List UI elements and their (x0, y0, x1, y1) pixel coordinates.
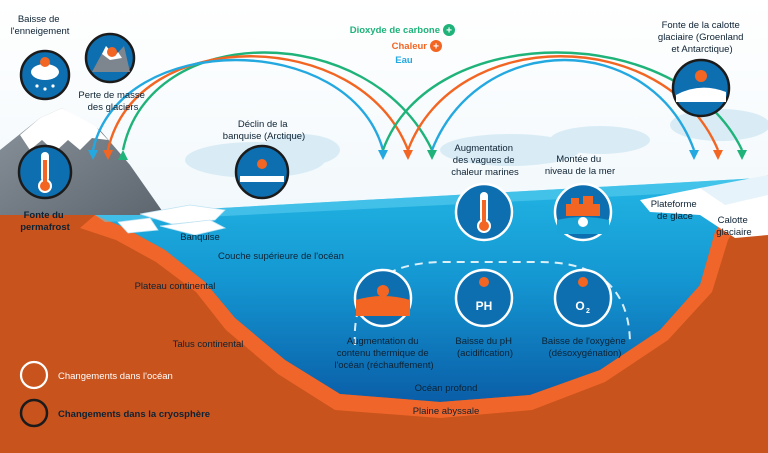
plus-icon-heat (430, 40, 442, 52)
sea-level-icon (553, 182, 613, 242)
sea-ice (117, 204, 227, 236)
sea-level-label: Montée du niveau de la mer (545, 154, 615, 177)
seabed-edge (80, 178, 760, 418)
glacier-mass-label: Perte de masse des glaciers (78, 90, 147, 113)
heat-content-icon (353, 268, 413, 328)
oxygen-label: Baisse de l'oxygène (désoxygénation) (542, 336, 629, 359)
deep-ocean-label: Océan profond (415, 383, 478, 394)
sea-ice-label: Banquise (180, 232, 220, 243)
ice-shelf-label: Plateforme de glace (651, 199, 700, 222)
plus-glyph-heat: + (433, 42, 439, 53)
ph-icon (454, 268, 514, 328)
heat-content-label: Augmentation du contenu thermique de l'o… (334, 336, 433, 371)
snow-icon (19, 49, 71, 101)
continental-shelf-label: Plateau continental (135, 281, 216, 292)
ice-sheet-label: Calotte glaciaire (716, 215, 751, 238)
permafrost-icon (17, 144, 73, 200)
legend-ocean-label: Changements dans l'océan (58, 371, 173, 382)
snow-label: Baisse de l'enneigement (11, 14, 70, 37)
legend: Changements dans l'océan Changements dan… (19, 360, 210, 428)
flow-water-label: Eau (395, 55, 413, 66)
ph-symbol: PH (476, 299, 493, 313)
glacier-mass-icon (84, 32, 136, 84)
o2-subscript: 2 (586, 308, 590, 315)
ice-sheet-melt-icon (671, 58, 731, 118)
flow-arrowheads (88, 150, 747, 160)
legend-cryosphere-label: Changements dans la cryosphère (58, 409, 210, 420)
plus-icon-co2 (443, 24, 455, 36)
legend-ocean-ring (19, 360, 49, 390)
sea-ice-decline-icon (234, 144, 290, 200)
ice-sheet-melt-label: Fonte de la calotte glaciaire (Groenland… (658, 20, 746, 55)
sea-ice-decline-label: Déclin de la banquise (Arctique) (223, 119, 305, 142)
abyssal-plain-label: Plaine abyssale (413, 406, 480, 417)
oxygen-icon (553, 268, 613, 328)
mountain-snow (20, 108, 108, 152)
ph-label: Baisse du pH (acidification) (455, 336, 514, 359)
plus-glyph-co2: + (446, 26, 452, 37)
continental-slope-label: Talus continental (173, 339, 244, 350)
upper-ocean-label: Couche supérieure de l'océan (218, 251, 344, 262)
flow-co2-label: Dioxyde de carbone (350, 25, 440, 36)
o2-symbol: O (575, 299, 584, 313)
heatwaves-label: Augmentation des vagues de chaleur marin… (451, 143, 519, 178)
flow-heat-label: Chaleur (392, 41, 428, 52)
heatwave-icon (454, 182, 514, 242)
ice-sheet (700, 175, 768, 205)
legend-cryosphere-ring (19, 398, 49, 428)
permafrost-label: Fonte du permafrost (20, 210, 70, 233)
